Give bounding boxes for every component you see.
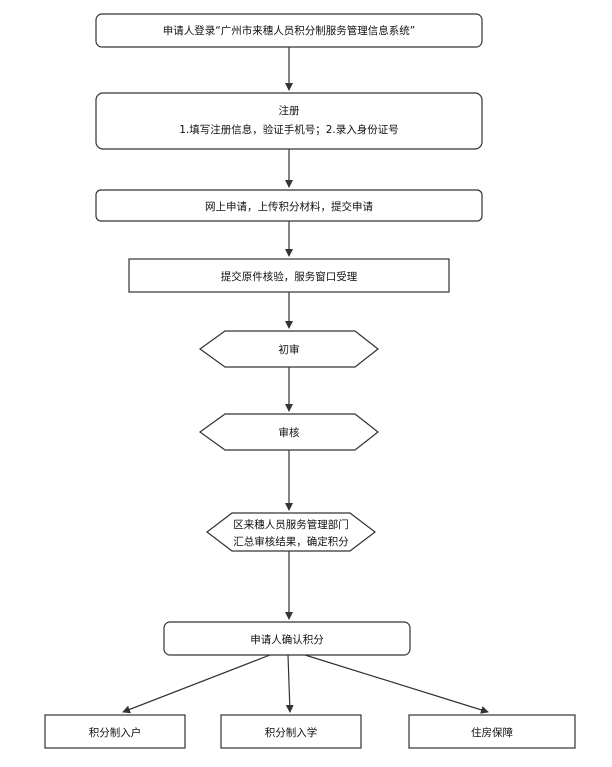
step-verify-label: 提交原件核验，服务窗口受理 — [221, 270, 358, 283]
step-login: 申请人登录“广州市来穗人员积分制服务管理信息系统” — [95, 13, 483, 48]
outcome-household: 积分制入户 — [44, 714, 186, 749]
step-confirm-label: 申请人确认积分 — [250, 633, 324, 646]
step-register: 注册 1.填写注册信息，验证手机号；2.录入身份证号 — [95, 92, 483, 150]
step-review: 审核 — [198, 413, 379, 451]
connector-arrow-right — [304, 654, 489, 714]
step-first-review: 初审 — [198, 330, 379, 368]
step-verify-box — [128, 258, 450, 293]
step-register-box — [95, 92, 483, 150]
step-register-title: 注册 — [279, 104, 300, 117]
outcome-household-label: 积分制入户 — [89, 726, 142, 739]
step-first-review-label: 初审 — [279, 343, 300, 356]
step-verify: 提交原件核验，服务窗口受理 — [128, 258, 450, 293]
step-confirm: 申请人确认积分 — [163, 621, 411, 656]
step-apply-online-label: 网上申请，上传积分材料，提交申请 — [205, 200, 373, 213]
outcome-housing-label: 住房保障 — [471, 726, 513, 739]
step-confirm-box — [163, 621, 411, 656]
step-district-summary: 区来穗人员服务管理部门 汇总审核结果，确定积分 — [206, 512, 376, 552]
step-review-label: 审核 — [279, 426, 300, 439]
step-district-summary-line2: 汇总审核结果，确定积分 — [233, 535, 349, 548]
outcome-school: 积分制入学 — [220, 714, 362, 749]
step-district-summary-shape — [206, 512, 376, 552]
outcome-household-box — [44, 714, 186, 749]
step-first-review-shape — [198, 330, 379, 368]
step-register-detail: 1.填写注册信息，验证手机号；2.录入身份证号 — [179, 123, 399, 136]
outcome-housing-box — [408, 714, 576, 749]
step-review-shape — [198, 413, 379, 451]
outcome-housing: 住房保障 — [408, 714, 576, 749]
step-apply-online: 网上申请，上传积分材料，提交申请 — [95, 189, 483, 222]
connector-arrow-left — [122, 654, 271, 714]
outcome-school-label: 积分制入学 — [265, 726, 318, 739]
outcome-school-box — [220, 714, 362, 749]
step-district-summary-line1: 区来穗人员服务管理部门 — [233, 518, 349, 531]
connector-arrow-center — [285, 654, 294, 713]
step-login-label: 申请人登录“广州市来穗人员积分制服务管理信息系统” — [163, 24, 415, 37]
